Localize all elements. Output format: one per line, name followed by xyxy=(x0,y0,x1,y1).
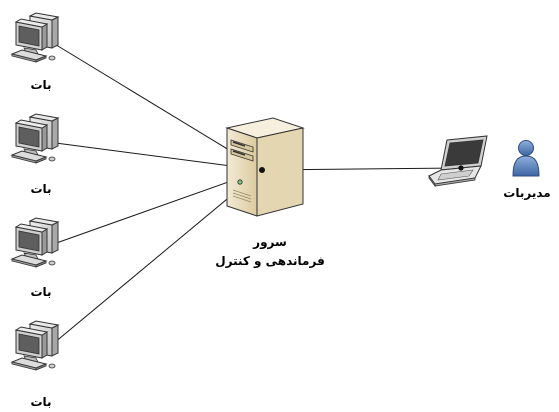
bot-label-1: بات xyxy=(30,78,52,92)
bot-computer-3 xyxy=(11,217,59,268)
server-label-line2: فرماندهی و کنترل xyxy=(215,254,325,268)
desktop-computer-icon xyxy=(11,217,59,268)
person-icon xyxy=(512,140,540,177)
laptop-icon xyxy=(428,135,488,188)
bot-label-2: بات xyxy=(30,182,52,196)
line-bot-3-server xyxy=(47,169,263,247)
bot-computer-4 xyxy=(11,320,59,371)
server-tower-icon xyxy=(225,117,305,217)
server-label-line1: سرور xyxy=(253,235,287,249)
bot-computer-1 xyxy=(11,12,59,63)
line-bot-2-server xyxy=(47,141,263,171)
line-bot-1-server xyxy=(47,39,263,171)
desktop-computer-icon xyxy=(11,320,59,371)
bot-computer-2 xyxy=(11,113,59,164)
admin-label: مدیربات xyxy=(503,186,551,200)
desktop-computer-icon xyxy=(11,12,59,63)
bot-label-4: بات xyxy=(30,395,52,409)
bot-label-3: بات xyxy=(30,285,52,299)
line-bot-4-server xyxy=(47,169,263,349)
desktop-computer-icon xyxy=(11,113,59,164)
